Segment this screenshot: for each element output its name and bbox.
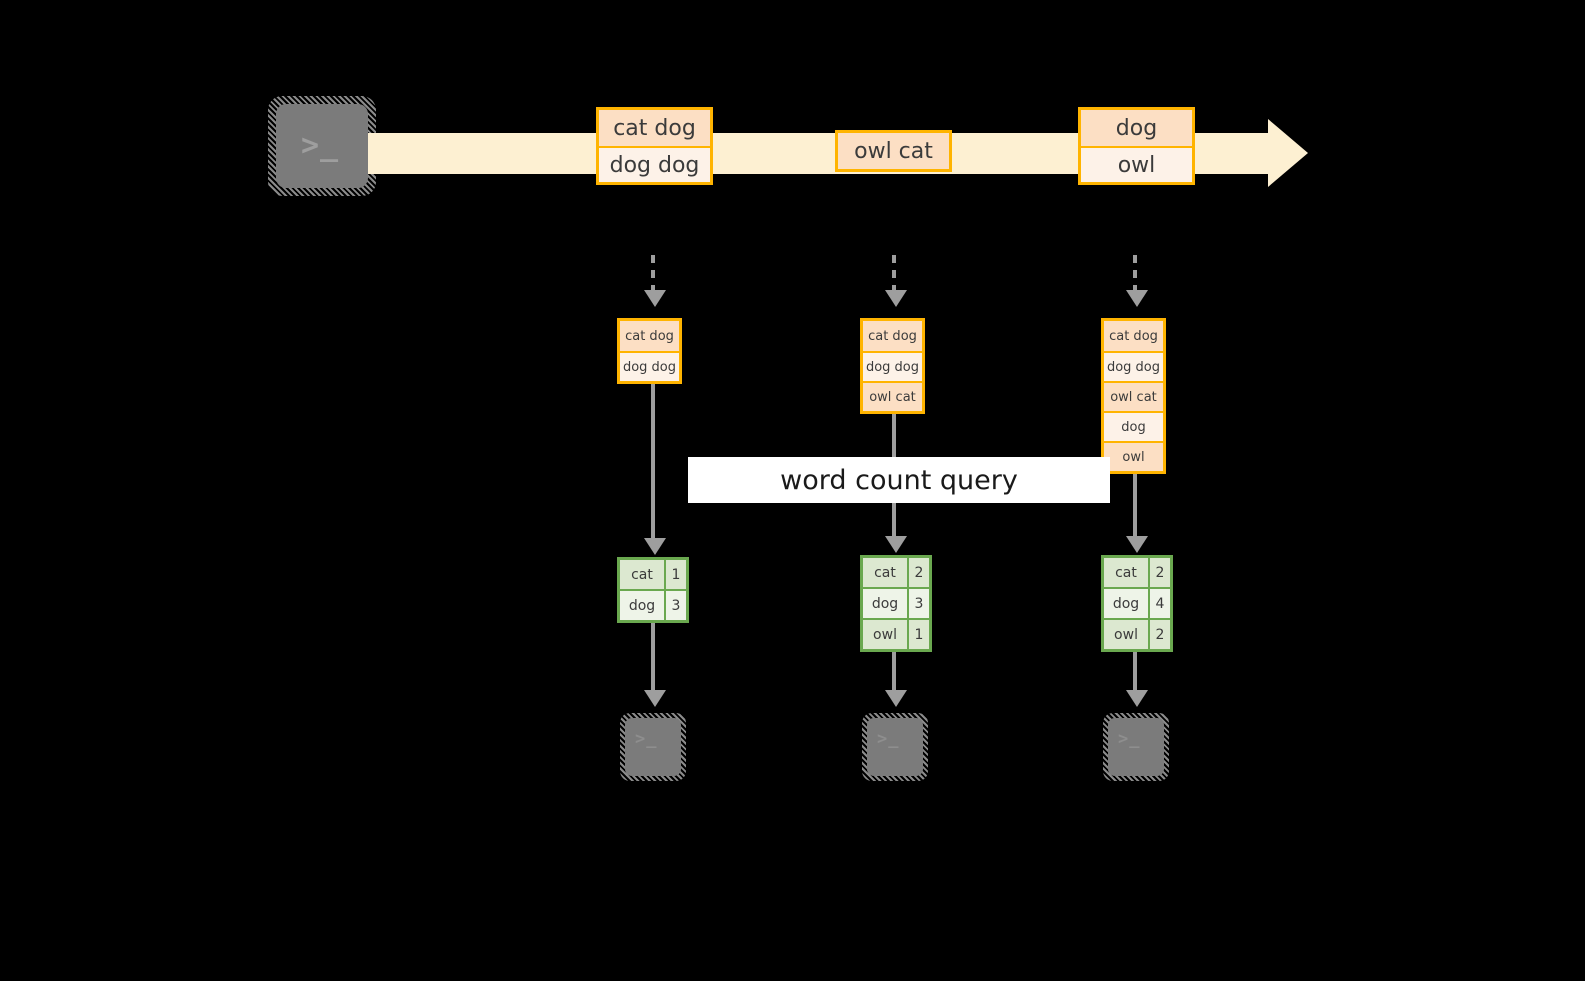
snapshot-table: cat dog dog dog owl cat: [860, 318, 925, 414]
snapshot-line: cat dog: [1104, 321, 1163, 351]
sink-connector-line: [1133, 652, 1137, 694]
terminal-screen: >_: [1108, 718, 1164, 776]
result-word: cat: [863, 558, 907, 587]
record-line: cat dog: [599, 110, 710, 146]
record-line: dog: [1081, 110, 1192, 146]
result-count: 1: [664, 560, 686, 589]
snapshot-table: cat dog dog dog owl cat dog owl: [1101, 318, 1166, 474]
sink-connector-head: [885, 690, 907, 707]
result-table: cat 1 dog 3: [617, 557, 689, 623]
table-row: dog 3: [620, 589, 686, 620]
snapshot-line: owl: [1104, 441, 1163, 471]
snapshot-line: dog dog: [620, 351, 679, 381]
result-word: dog: [863, 589, 907, 618]
snapshot-connector-head: [644, 290, 666, 307]
record-line: dog dog: [599, 146, 710, 182]
stream-arrow-head: [1268, 119, 1308, 187]
result-table: cat 2 dog 4 owl 2: [1101, 555, 1173, 652]
table-row: cat 2: [863, 558, 929, 587]
table-row: dog 4: [1104, 587, 1170, 618]
snapshot-line: cat dog: [863, 321, 922, 351]
result-word: cat: [620, 560, 664, 589]
query-label-banner: word count query: [688, 457, 1110, 503]
stream-record: owl cat: [835, 130, 952, 172]
terminal-icon: >_: [620, 713, 686, 781]
result-count: 2: [1148, 558, 1170, 587]
result-count: 3: [907, 589, 929, 618]
terminal-prompt-glyph: >_: [877, 729, 900, 749]
result-word: dog: [620, 591, 664, 620]
terminal-prompt-glyph: >_: [300, 128, 340, 163]
stream-record: dog owl: [1078, 107, 1195, 185]
snapshot-line: owl cat: [863, 381, 922, 411]
stream-record: cat dog dog dog: [596, 107, 713, 185]
query-connector-head: [1126, 536, 1148, 553]
terminal-icon: >_: [862, 713, 928, 781]
query-connector-line: [1133, 472, 1137, 542]
table-row: dog 3: [863, 587, 929, 618]
result-count: 2: [1148, 620, 1170, 649]
sink-connector-head: [1126, 690, 1148, 707]
snapshot-line: dog dog: [863, 351, 922, 381]
terminal-screen: >_: [276, 104, 368, 188]
terminal-prompt-glyph: >_: [1118, 729, 1141, 749]
table-row: owl 2: [1104, 618, 1170, 649]
result-word: owl: [1104, 620, 1148, 649]
query-connector-head: [885, 536, 907, 553]
table-row: cat 1: [620, 560, 686, 589]
terminal-prompt-glyph: >_: [635, 729, 658, 749]
snapshot-line: dog: [1104, 411, 1163, 441]
query-label-text: word count query: [780, 464, 1018, 496]
terminal-screen: >_: [867, 718, 923, 776]
result-word: cat: [1104, 558, 1148, 587]
sink-connector-head: [644, 690, 666, 707]
terminal-screen: >_: [625, 718, 681, 776]
sink-connector-line: [892, 652, 896, 694]
snapshot-connector-line: [651, 255, 655, 293]
snapshot-connector-line: [1133, 255, 1137, 293]
snapshot-table: cat dog dog dog: [617, 318, 682, 384]
result-count: 2: [907, 558, 929, 587]
snapshot-line: cat dog: [620, 321, 679, 351]
result-word: dog: [1104, 589, 1148, 618]
result-count: 1: [907, 620, 929, 649]
result-count: 3: [664, 591, 686, 620]
terminal-icon: >_: [268, 96, 376, 196]
terminal-icon: >_: [1103, 713, 1169, 781]
snapshot-connector-head: [1126, 290, 1148, 307]
sink-connector-line: [651, 622, 655, 694]
snapshot-line: dog dog: [1104, 351, 1163, 381]
query-connector-line: [651, 382, 655, 544]
snapshot-connector-line: [892, 255, 896, 293]
result-count: 4: [1148, 589, 1170, 618]
table-row: cat 2: [1104, 558, 1170, 587]
record-line: owl: [1081, 146, 1192, 182]
result-table: cat 2 dog 3 owl 1: [860, 555, 932, 652]
record-line: owl cat: [838, 133, 949, 169]
query-connector-head: [644, 538, 666, 555]
table-row: owl 1: [863, 618, 929, 649]
snapshot-line: owl cat: [1104, 381, 1163, 411]
result-word: owl: [863, 620, 907, 649]
snapshot-connector-head: [885, 290, 907, 307]
